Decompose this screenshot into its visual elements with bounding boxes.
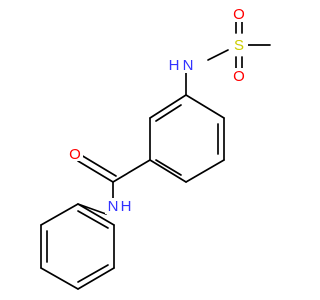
atom-labels: S O O N H O N H	[67, 6, 248, 215]
ring2-bond-4	[77, 267, 115, 290]
ring1-bond-1	[185, 94, 225, 119]
ring2-double-3	[77, 210, 109, 229]
atom-h-sulfonamide: H	[169, 57, 180, 74]
ring1-double-2	[155, 159, 182, 176]
bond-ring-carbonyl	[112, 159, 151, 183]
ring1-bond-3	[185, 159, 225, 183]
bond-n-phenyl	[77, 203, 107, 215]
bond-c-o-b	[80, 154, 117, 177]
bond-s-n	[207, 49, 229, 61]
bond-c-o-a	[77, 160, 114, 183]
atom-n-sulfonamide: N	[183, 57, 194, 74]
ring1-bond-4	[149, 159, 187, 183]
atom-o-sulfonyl-bottom: O	[233, 68, 245, 85]
molecule-canvas: S O O N H O N H	[40, 5, 271, 290]
ring2-double-2	[77, 264, 109, 283]
atom-h-amide: H	[121, 198, 132, 215]
atom-o-sulfonyl-top: O	[233, 6, 245, 23]
atom-o-carbonyl: O	[69, 146, 81, 163]
ring2-bond-1	[40, 203, 79, 226]
atom-n-amide: N	[108, 198, 119, 215]
atom-s: S	[234, 37, 244, 54]
ring2-bond-3	[40, 267, 79, 290]
ring1-bond-6	[149, 94, 187, 119]
ring2-bond-6	[77, 203, 115, 226]
structure-diagram: S O O N H O N H	[40, 6, 271, 290]
bond-group	[40, 17, 271, 290]
ring1-double-3	[155, 104, 182, 122]
